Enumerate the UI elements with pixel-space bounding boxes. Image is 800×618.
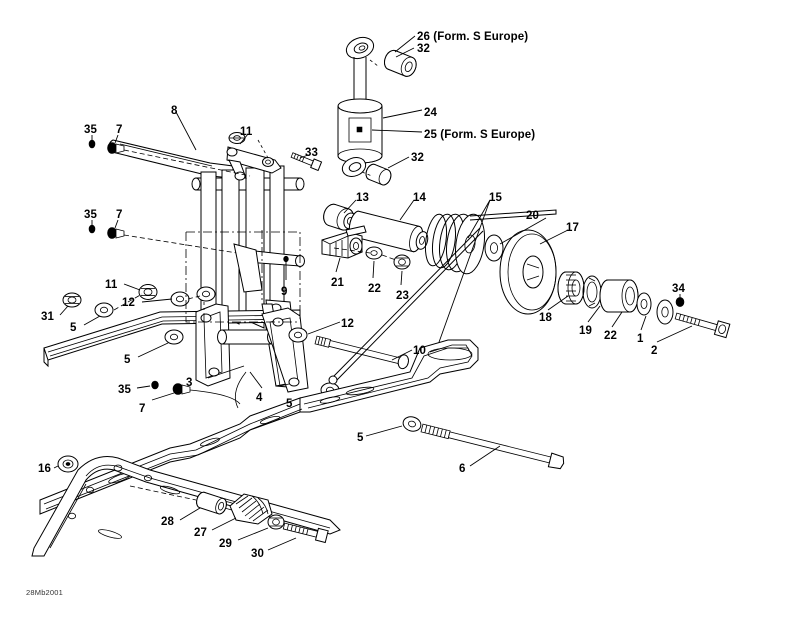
callout-35-c: 35 [118, 384, 131, 396]
callout-21: 21 [331, 277, 344, 289]
callout-1: 1 [637, 333, 644, 345]
upper-arm-group [109, 112, 321, 328]
callout-5-b: 5 [124, 354, 131, 366]
coil-spring [422, 210, 556, 276]
callout-32-bottom: 32 [411, 152, 424, 164]
callout-5-c: 5 [286, 398, 293, 410]
callout-26: 26 (Form. S Europe) [417, 31, 529, 43]
callout-22-a: 22 [368, 283, 381, 295]
callout-10: 10 [413, 345, 426, 357]
callout-7-c: 7 [139, 403, 146, 415]
callout-7-b: 7 [116, 209, 123, 221]
callout-25: 25 (Form. S Europe) [424, 129, 536, 141]
callout-22-b: 22 [604, 330, 617, 342]
idler-wheel-group [485, 218, 730, 342]
callout-29: 29 [219, 538, 232, 550]
callout-11-lower: 11 [105, 279, 118, 291]
callout-19: 19 [579, 325, 592, 337]
rear-arm-group [44, 228, 483, 408]
callout-4: 4 [256, 392, 263, 404]
callout-12-b: 12 [341, 318, 354, 330]
callout-23: 23 [396, 290, 409, 302]
callout-33: 33 [305, 147, 318, 159]
callout-35-b: 35 [84, 209, 97, 221]
callout-17: 17 [566, 222, 579, 234]
callout-15: 15 [489, 192, 502, 204]
callout-14: 14 [413, 192, 426, 204]
callout-5-a: 5 [70, 322, 77, 334]
callout-31: 31 [41, 311, 54, 323]
center-shock-group [321, 200, 556, 345]
shock-absorber-group [338, 34, 422, 187]
callout-6: 6 [459, 463, 466, 475]
drawing-reference-code: 28Mb2001 [26, 588, 64, 597]
callout-8: 8 [171, 105, 178, 117]
callout-2: 2 [651, 345, 658, 357]
callout-32-top: 32 [417, 43, 430, 55]
hardware-cluster-21-23 [322, 226, 410, 285]
callout-34: 34 [672, 283, 685, 295]
callout-30: 30 [251, 548, 264, 560]
callout-24: 24 [424, 107, 437, 119]
callout-12-a: 12 [122, 297, 135, 309]
callout-20: 20 [526, 210, 539, 222]
callout-11-upper: 11 [240, 126, 253, 138]
grease-fittings-upper [89, 135, 300, 263]
right-arm-frame [262, 308, 308, 392]
left-slide-rail [44, 310, 300, 366]
callout-13: 13 [356, 192, 369, 204]
callout-28: 28 [161, 516, 174, 528]
bottom-slide-rail [32, 456, 340, 556]
middle-slide-rail [40, 340, 565, 514]
callout-3: 3 [186, 377, 193, 389]
callout-18: 18 [539, 312, 552, 324]
grease-fitting-lower [137, 381, 240, 404]
callout-27: 27 [194, 527, 207, 539]
callout-7-a: 7 [116, 124, 123, 136]
callout-16: 16 [38, 463, 51, 475]
callout-5-d: 5 [357, 432, 364, 444]
callout-9: 9 [281, 286, 288, 298]
callout-35-a: 35 [84, 124, 97, 136]
